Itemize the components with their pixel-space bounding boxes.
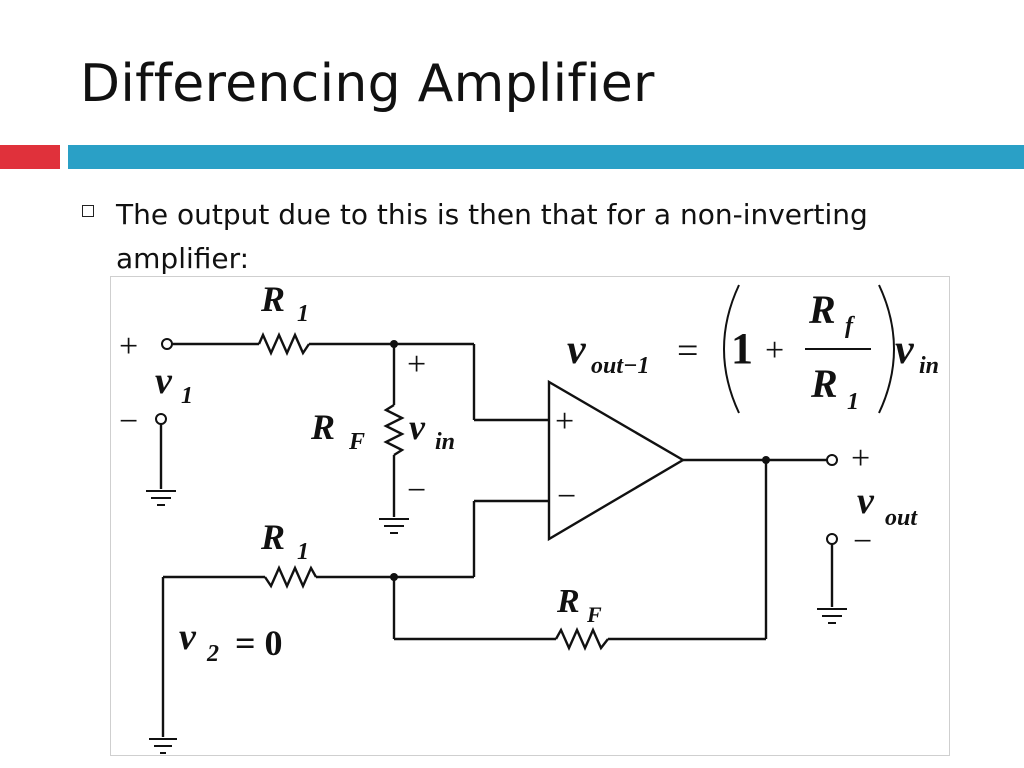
label-v1-sub: 1 xyxy=(181,383,193,409)
label-v2: v xyxy=(179,616,197,658)
v1-plus-terminal xyxy=(161,338,173,350)
eq-lhs: v xyxy=(567,327,587,373)
label-vout-plus: + xyxy=(851,440,870,477)
eq-plus: + xyxy=(765,332,784,369)
vout-minus-terminal xyxy=(826,533,838,545)
eq-left-paren xyxy=(723,284,740,414)
slide-title: Differencing Amplifier xyxy=(80,54,655,114)
label-rf-shunt-sub: F xyxy=(348,429,365,455)
label-vout-sub: out xyxy=(885,505,918,531)
label-vin-sub: in xyxy=(435,429,455,455)
bullet-text: The output due to this is then that for … xyxy=(116,198,868,275)
eq-equals: = xyxy=(677,330,698,372)
label-v1-plus: + xyxy=(119,328,138,365)
label-v2-sub: 2 xyxy=(206,641,219,667)
label-vout-minus: − xyxy=(853,523,872,560)
eq-rhs: v xyxy=(895,327,915,373)
label-rf-shunt: R xyxy=(310,407,335,447)
label-rf-feedback: R xyxy=(556,583,580,620)
label-v2-value: = 0 xyxy=(235,623,283,663)
eq-right-paren xyxy=(878,284,895,414)
bullet-square-icon xyxy=(82,205,94,217)
resistor-rf-shunt xyxy=(383,403,405,457)
label-r1-bottom: R xyxy=(260,517,285,557)
eq-lhs-sub: out−1 xyxy=(591,353,650,379)
resistor-r1-top xyxy=(257,332,310,356)
circuit-figure: R 1 + v 1 − + R F v in − + − R 1 v 2 = 0… xyxy=(110,276,950,756)
vout-plus-terminal xyxy=(826,454,838,466)
accent-bar-red xyxy=(0,145,60,169)
resistor-r1-bottom xyxy=(264,565,318,589)
resistor-rf-feedback xyxy=(554,627,609,651)
label-vout: v xyxy=(857,480,875,522)
label-vin-plus: + xyxy=(407,346,426,383)
label-r1-top-sub: 1 xyxy=(297,301,309,327)
eq-num: R xyxy=(808,287,836,332)
label-opamp-minus: − xyxy=(557,478,576,515)
v1-minus-terminal xyxy=(155,413,167,425)
eq-den: R xyxy=(810,361,838,406)
label-vin: v xyxy=(409,407,426,447)
label-r1-bottom-sub: 1 xyxy=(297,539,309,565)
eq-rhs-sub: in xyxy=(919,353,939,379)
accent-bar-blue xyxy=(68,145,1024,169)
label-v1-minus: − xyxy=(119,403,138,440)
label-v1: v xyxy=(155,360,173,402)
eq-num-sub: f xyxy=(845,313,855,339)
label-vin-minus: − xyxy=(407,472,426,509)
label-opamp-plus: + xyxy=(555,403,574,440)
op-amp-triangle xyxy=(547,379,686,542)
equation: v out−1 = 1 + R f R 1 v in xyxy=(567,284,939,415)
label-rf-feedback-sub: F xyxy=(586,602,602,627)
label-r1-top: R xyxy=(260,279,285,319)
eq-den-sub: 1 xyxy=(847,389,859,415)
eq-one: 1 xyxy=(731,324,753,373)
circuit-diagram: R 1 + v 1 − + R F v in − + − R 1 v 2 = 0… xyxy=(119,279,939,754)
